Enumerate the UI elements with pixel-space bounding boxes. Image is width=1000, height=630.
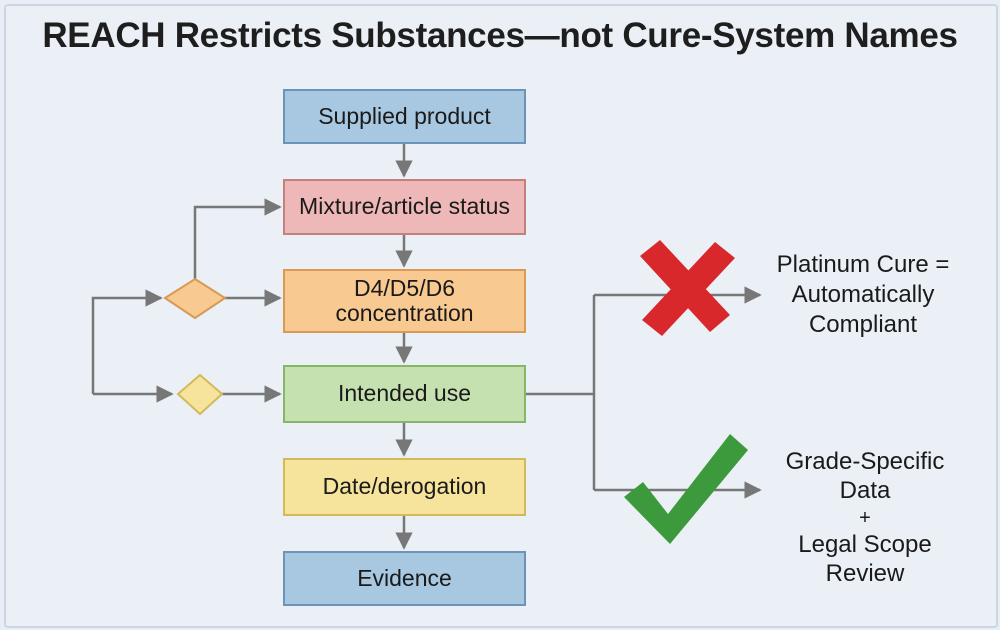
step-supplied-product: Supplied product [283,89,526,144]
step-intended-use: Intended use [283,365,526,423]
decision-orange [163,277,227,320]
check-icon [624,434,748,544]
arrow-loop-to-orange [91,289,163,394]
outcome-right-line: Data [839,477,891,505]
step-date-derogation: Date/derogation [283,458,526,516]
step-label: Mixture/article status [299,193,510,220]
step-evidence: Evidence [283,551,526,606]
outcome-right-line: Review [825,560,905,588]
step-label: Evidence [357,564,452,591]
diagram-title: REACH Restricts Substances—not Cure-Syst… [42,16,958,55]
decision-yellow [176,373,224,416]
step-label-line2: concentration [335,300,474,326]
step-mixture-article-status: Mixture/article status [283,179,526,235]
outcome-right: Grade-Specific Data + Legal Scope Review [760,447,970,588]
step-label-line1: D4/D5/D6 [354,274,455,301]
step-label: Date/derogation [322,473,487,500]
outcome-right-line: Grade-Specific [785,448,945,475]
outcome-right-line: + [859,506,871,529]
outcome-wrong-line: Platinum Cure = [776,251,950,278]
outcome-right-line: Legal Scope [798,530,932,558]
step-label: Intended use [337,380,471,407]
outcome-wrong-line: Compliant [808,311,918,338]
outcome-wrong-line: Automatically [791,281,935,308]
step-concentration: D4/D5/D6 concentration [283,269,526,333]
cross-icon [640,240,735,336]
arrow-orange-to-status [193,198,282,282]
step-label: Supplied product [318,102,491,129]
outcome-wrong: Platinum Cure = Automatically Compliant [758,250,968,340]
